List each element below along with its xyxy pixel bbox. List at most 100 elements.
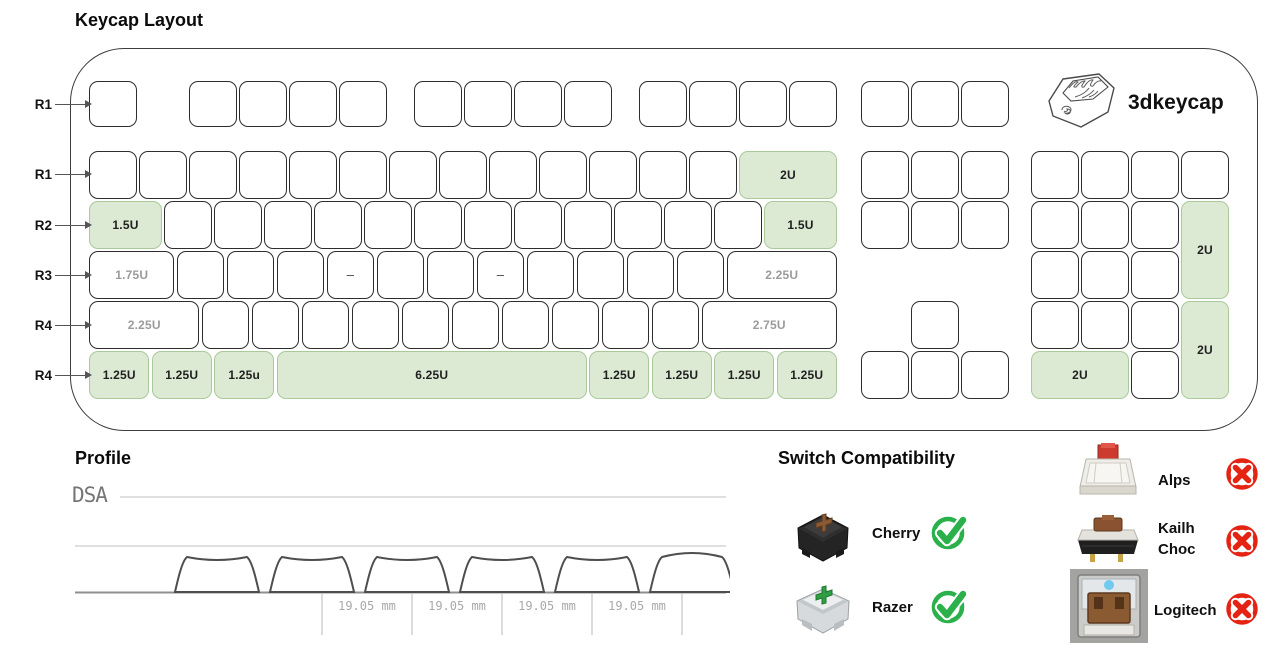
pitch-label: 19.05 mm [338,599,396,613]
keycap [414,81,462,127]
alps-switch-photo [1079,443,1137,495]
keycap [339,81,387,127]
cherry-switch-photo [797,513,849,562]
keycap [664,201,712,249]
keycap [911,151,959,199]
keycap [526,251,575,299]
keycap [214,201,262,249]
keycap [239,81,287,127]
keycap [401,301,450,349]
keycap [639,151,687,199]
keycap [451,301,500,349]
keycap [601,301,650,349]
row-label-r1: R1 [28,95,92,113]
keycap [289,151,337,199]
pitch-label: 19.05 mm [518,599,576,613]
keycap: 2U [739,151,837,199]
arrow-line [55,374,85,376]
keycap [911,301,959,349]
keycap [1031,151,1079,199]
arrow-line [55,324,85,326]
keycap [364,201,412,249]
arrow-head-icon [85,170,92,178]
keycap [276,251,325,299]
row-label-text: R1 [34,166,52,182]
arrow-head-icon [85,321,92,329]
keycap [564,201,612,249]
keycap [1131,201,1179,249]
keycap [626,251,675,299]
pitch-label: 19.05 mm [428,599,486,613]
keycap [1131,151,1179,199]
row-label-text: R4 [34,367,52,383]
keycap [789,81,837,127]
keycap [1031,251,1079,299]
keycap [189,81,237,127]
keycap [861,201,909,249]
keycap [961,351,1009,399]
keycap-sketch-icon [1048,73,1115,128]
switch-label-kailh-choc: Kailh Choc [1158,520,1196,558]
razer-switch-photo [796,585,850,634]
keycap-side-profile [648,552,736,593]
keycap [1031,201,1079,249]
keycap [1131,301,1179,349]
incompatible-x-icon [1226,458,1258,490]
keycap: 1.25U [776,351,837,399]
keycap: 6.25U [276,351,587,399]
row-label-text: R2 [34,217,52,233]
pitch-label: 19.05 mm [608,599,666,613]
keycap [264,201,312,249]
keycap-side-profile [553,555,641,593]
switch-label-alps: Alps [1158,472,1191,489]
keycap: 1.25U [151,351,212,399]
compatible-check-icon [931,514,969,550]
keycap [911,81,959,127]
keycap [861,151,909,199]
arrow-head-icon [85,371,92,379]
keycap [251,301,300,349]
keycap [1081,301,1129,349]
page-title: Keycap Layout [75,10,204,30]
keycap: 1.25U [589,351,650,399]
keycap [226,251,275,299]
keycap [576,251,625,299]
kailh-choc-switch-photo [1077,515,1139,562]
keycap-side-profile [173,555,261,593]
arrow-head-icon [85,100,92,108]
keycap [551,301,600,349]
keycap [89,151,137,199]
keycap: 1.5U [764,201,837,249]
keycap [1081,251,1129,299]
keycap [289,81,337,127]
keycap [614,201,662,249]
keycap [426,251,475,299]
keycap [464,81,512,127]
incompatible-x-icon [1226,525,1258,557]
keycap [351,301,400,349]
keycap [489,151,537,199]
keycap-side-profile [458,555,546,593]
keycap [539,151,587,199]
keycap [314,201,362,249]
row-label-text: R3 [34,267,52,283]
keycap: 2U [1181,201,1229,299]
row-label-r2: R2 [28,216,92,234]
keycap [1081,201,1129,249]
keycap [139,151,187,199]
keycap [414,201,462,249]
arrow-line [55,103,85,105]
keycap [189,151,237,199]
switch-label-razer: Razer [872,599,913,616]
keycap [339,151,387,199]
profile-diagram [70,488,736,643]
switch-label-cherry: Cherry [872,525,921,542]
profile-heading: Profile [75,448,132,468]
keycap [689,151,737,199]
arrow-head-icon [85,221,92,229]
keycap [639,81,687,127]
keycap [961,201,1009,249]
compatibility-heading: Switch Compatibility [778,448,956,468]
switch-label-logitech: Logitech [1154,602,1217,619]
keycap [961,81,1009,127]
